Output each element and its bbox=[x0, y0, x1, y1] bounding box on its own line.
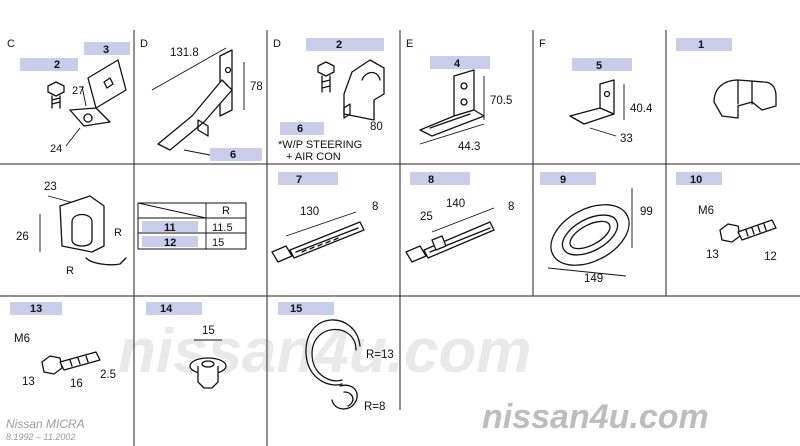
grid bbox=[0, 30, 800, 446]
hex-bolt-icon bbox=[719, 219, 777, 243]
table-header: R bbox=[222, 205, 230, 217]
callout-number: 1 bbox=[698, 39, 704, 51]
callout-number: 6 bbox=[297, 123, 303, 135]
dimension-label: 13 bbox=[22, 376, 35, 388]
cell-r-clip[interactable]: 23 26 R R R 11 11.5 12 15 bbox=[16, 181, 247, 277]
clamp-bracket-icon bbox=[343, 59, 385, 121]
section-label: F bbox=[539, 38, 546, 50]
oval-grommet-icon bbox=[550, 204, 630, 266]
table-cell-value: 11.5 bbox=[212, 222, 233, 234]
callout-number: 13 bbox=[30, 303, 42, 315]
callout-number: 8 bbox=[428, 174, 434, 186]
dimension-label: 33 bbox=[620, 133, 633, 145]
radius-label: R bbox=[114, 227, 122, 239]
bolt-icon bbox=[47, 81, 65, 109]
callout-number: 2 bbox=[54, 59, 60, 71]
cell-part-8[interactable]: 8 140 25 8 bbox=[405, 172, 514, 263]
dimension-label: 131.8 bbox=[170, 47, 199, 59]
dimension-label: 12 bbox=[764, 251, 777, 263]
dimension-label: 23 bbox=[44, 181, 57, 193]
radius-label: R bbox=[66, 265, 74, 277]
dimension-label: 24 bbox=[50, 143, 62, 155]
dimension-label: 40.4 bbox=[630, 103, 653, 115]
dimension-label: 13 bbox=[706, 249, 719, 261]
dimension-label: 27 bbox=[72, 85, 84, 97]
dimension-label: 44.3 bbox=[458, 141, 480, 153]
cell-part-7[interactable]: 7 130 8 bbox=[271, 172, 378, 263]
dimension-label: R=13 bbox=[366, 349, 394, 361]
section-label: D bbox=[140, 38, 148, 50]
cell-part-14[interactable]: 14 15 bbox=[146, 302, 227, 389]
bracket-icon bbox=[69, 59, 127, 127]
dimension-label: M6 bbox=[698, 205, 714, 217]
cell-f-bracket[interactable]: F 5 40.4 33 bbox=[539, 38, 653, 145]
dimension-label: 16 bbox=[70, 378, 83, 390]
cell-part-1[interactable]: 1 bbox=[676, 38, 777, 119]
cell-part-15[interactable]: 15 R=13 R=8 bbox=[278, 302, 394, 413]
dimension-label: 8 bbox=[372, 201, 378, 213]
dimension-label: 26 bbox=[16, 231, 29, 243]
footer-site: nissan4u.com bbox=[482, 398, 709, 436]
callout-number: 14 bbox=[160, 303, 173, 315]
flat-bracket-icon bbox=[419, 69, 485, 137]
callout-number: 2 bbox=[336, 39, 342, 51]
dimension-label: 140 bbox=[446, 198, 465, 210]
cell-d-clamp[interactable]: D 2 80 6 *W/P STEERING + AIR CON bbox=[273, 38, 385, 163]
cell-d-long-bracket[interactable]: D 131.8 78 6 bbox=[140, 38, 263, 161]
grommet-clip-icon bbox=[713, 79, 777, 119]
callout-number: 10 bbox=[690, 174, 702, 186]
callout-number: 7 bbox=[296, 174, 302, 186]
tie-clip-icon bbox=[405, 221, 495, 263]
flange-bolt-icon bbox=[41, 351, 101, 375]
cell-c-bracket[interactable]: C 3 2 27 24 bbox=[7, 38, 130, 155]
callout-number: 3 bbox=[103, 44, 109, 56]
table-cell-part: 12 bbox=[164, 237, 176, 249]
dimension-label: 130 bbox=[300, 206, 319, 218]
table-cell-value: 15 bbox=[212, 237, 224, 249]
callout-number: 6 bbox=[230, 149, 236, 161]
dimension-label: 25 bbox=[420, 211, 433, 223]
cell-e-bracket[interactable]: E 4 70.5 44.3 bbox=[406, 38, 512, 153]
footer: Nissan MICRA 8.1992 – 11.2002 nissan4u.c… bbox=[6, 398, 709, 442]
r-clip-icon bbox=[59, 195, 127, 266]
dimension-label: 78 bbox=[250, 81, 263, 93]
dimension-label: 70.5 bbox=[490, 95, 512, 107]
bolt-icon bbox=[317, 61, 335, 93]
dimension-label: M6 bbox=[14, 333, 30, 345]
table-cell-part: 11 bbox=[164, 222, 176, 234]
dimension-label: 80 bbox=[370, 121, 383, 133]
background-watermark: nissan4u.com bbox=[118, 317, 531, 386]
footer-dates: 8.1992 – 11.2002 bbox=[6, 432, 75, 442]
double-clamp-icon bbox=[305, 319, 361, 410]
note-line: *W/P STEERING bbox=[278, 139, 362, 151]
dimension-label: 8 bbox=[508, 201, 514, 213]
r-value-table: R 11 11.5 12 15 bbox=[137, 202, 247, 250]
section-label: D bbox=[273, 38, 281, 50]
cell-part-9[interactable]: 9 99 149 bbox=[540, 172, 653, 285]
section-label: C bbox=[7, 38, 15, 50]
cell-part-10[interactable]: 10 M6 13 12 bbox=[676, 172, 777, 263]
dimension-label: 2.5 bbox=[100, 369, 116, 381]
note-line: + AIR CON bbox=[286, 151, 341, 163]
callout-number: 4 bbox=[454, 58, 461, 70]
dimension-label: R=8 bbox=[364, 401, 385, 413]
dimension-label: 15 bbox=[202, 325, 215, 337]
push-clip-icon bbox=[189, 357, 227, 389]
callout-number: 9 bbox=[560, 174, 566, 186]
cell-part-13[interactable]: 13 M6 13 16 2.5 bbox=[10, 302, 116, 390]
callout-number: 5 bbox=[596, 60, 602, 72]
angle-bracket-icon bbox=[569, 79, 615, 125]
dimension-label: 149 bbox=[584, 273, 603, 285]
cable-tie-icon bbox=[271, 221, 365, 263]
footer-model: Nissan MICRA bbox=[6, 417, 85, 431]
long-bracket-icon bbox=[157, 49, 233, 151]
section-label: E bbox=[406, 38, 413, 50]
callout-number: 15 bbox=[290, 303, 302, 315]
dimension-label: 99 bbox=[640, 206, 653, 218]
